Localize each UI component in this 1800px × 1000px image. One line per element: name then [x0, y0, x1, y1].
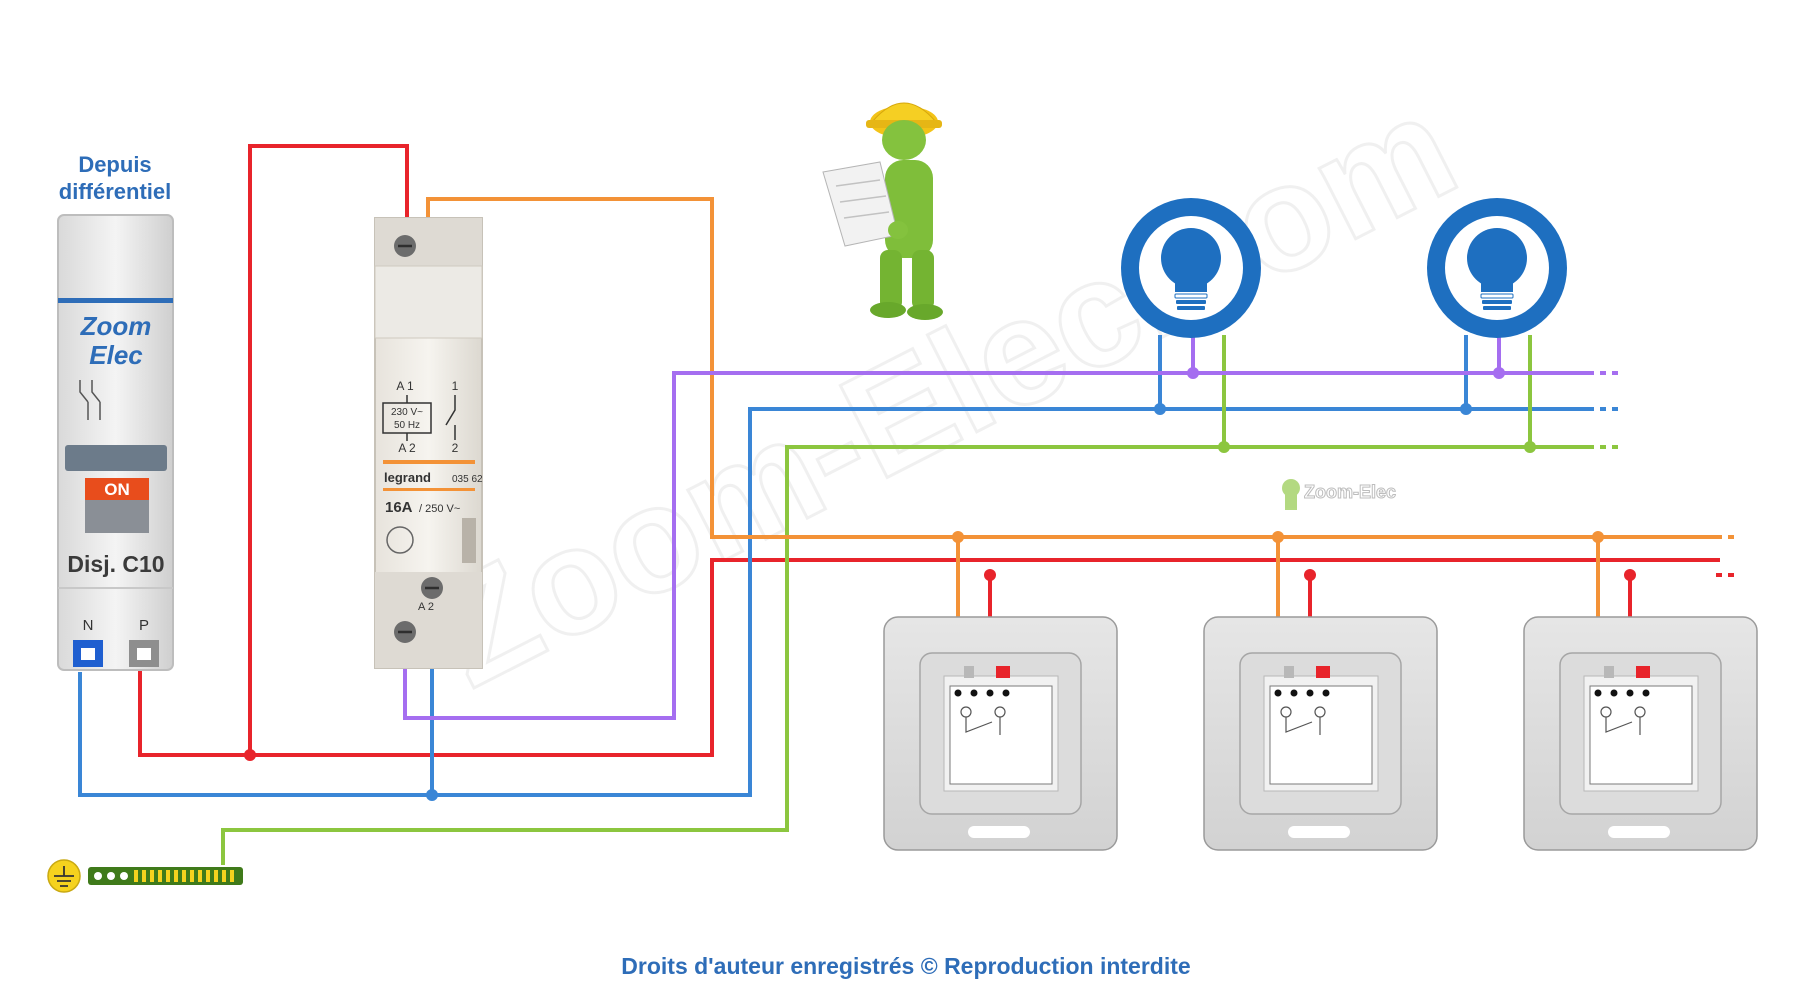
relay-contact2-label: 2	[452, 441, 459, 455]
phase-wire-relay	[248, 144, 409, 755]
earth-bar	[47, 859, 243, 893]
engineer-figure	[822, 102, 943, 320]
junctions	[244, 367, 1636, 801]
breaker-phase-label: P	[139, 617, 149, 634]
junction-dot	[1218, 441, 1230, 453]
relay-rating-main: 16A	[385, 499, 413, 516]
relay-coil-freq: 50 Hz	[394, 420, 420, 431]
source-label-line2: différentiel	[59, 179, 171, 204]
lamp-1[interactable]	[1121, 198, 1261, 338]
junction-dot	[1493, 367, 1505, 379]
relay-contact-symbol	[445, 395, 456, 440]
push-button-icon	[1600, 706, 1646, 735]
phase-wire-supply	[138, 558, 1720, 757]
relay-contact1-label: 1	[452, 379, 459, 393]
relay-brand: legrand	[384, 470, 431, 485]
earth-wire	[221, 445, 1588, 865]
push-button-1[interactable]	[867, 616, 1134, 851]
neutral-wire	[78, 407, 1588, 797]
breaker-symbol-icon	[79, 380, 101, 420]
junction-dot	[1524, 441, 1536, 453]
push-button-icon	[1280, 706, 1326, 735]
push-button-2[interactable]	[1187, 616, 1454, 851]
remote-relay: A 1 1 230 V~ 50 Hz A 2 2 legrand 035 62 …	[374, 217, 483, 669]
push-button-3[interactable]	[1507, 616, 1774, 851]
junction-dot	[1272, 531, 1284, 543]
breaker-on-label: ON	[104, 480, 130, 499]
lamp-2[interactable]	[1427, 198, 1567, 338]
relay-ref: 035 62	[452, 474, 483, 485]
breaker-neutral-label: N	[83, 617, 94, 634]
junction-dot	[1624, 569, 1636, 581]
push-button-icon	[960, 706, 1006, 735]
junction-dot	[1304, 569, 1316, 581]
zoom-elec-logo: Zoom-Elec	[1282, 479, 1397, 510]
relay-a2-label: A 2	[398, 441, 416, 455]
breaker-lever-housing	[65, 445, 167, 471]
lamp-wire	[403, 371, 1588, 720]
circuit-breaker: Zoom Elec ON Disj. C10 N P	[57, 214, 174, 671]
junction-dot	[1154, 403, 1166, 415]
breaker-model-label: Disj. C10	[67, 551, 164, 577]
relay-rating-sub: / 250 V~	[419, 503, 460, 515]
zoom-elec-logo-text: Zoom-Elec	[1304, 482, 1396, 502]
breaker-brand-line2: Elec	[89, 340, 143, 370]
junction-dot	[984, 569, 996, 581]
junction-dot	[244, 749, 256, 761]
copyright-notice: Droits d'auteur enregistrés © Reproducti…	[621, 953, 1190, 979]
source-label-line1: Depuis	[78, 152, 151, 177]
relay-manual-toggle[interactable]	[462, 518, 476, 563]
relay-cert-icon	[386, 526, 414, 554]
wires	[78, 144, 1740, 865]
relay-coil-voltage: 230 V~	[391, 407, 423, 418]
junction-dot	[952, 531, 964, 543]
light-bulb-icon	[1467, 228, 1527, 310]
junction-dot	[1187, 367, 1199, 379]
earth-terminal-strip[interactable]	[88, 867, 243, 885]
junction-dot	[426, 789, 438, 801]
relay-a1-label: A 1	[396, 379, 414, 393]
breaker-brand-line1: Zoom	[80, 311, 152, 341]
junction-dot	[1592, 531, 1604, 543]
junction-dot	[1460, 403, 1472, 415]
light-bulb-icon	[1161, 228, 1221, 310]
relay-bottom-a2-label: A 2	[418, 601, 434, 613]
